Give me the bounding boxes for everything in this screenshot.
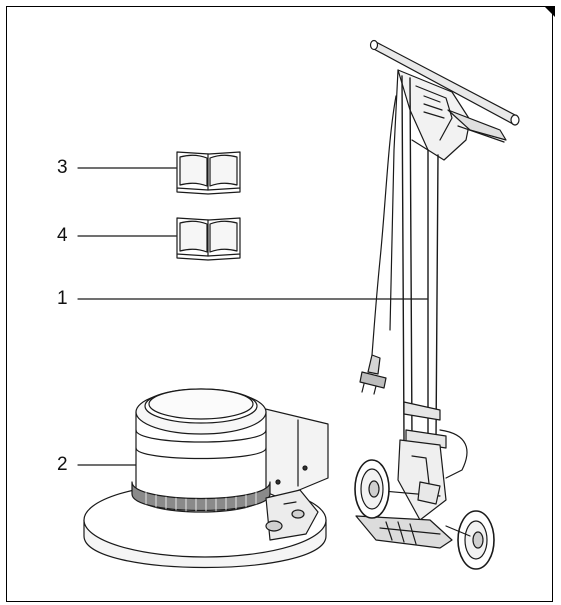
machine-base xyxy=(83,388,329,569)
callout-label-3: 3 xyxy=(57,157,68,178)
callout-label-1: 1 xyxy=(57,288,68,309)
callout-label-4: 4 xyxy=(57,225,68,246)
leader-lines xyxy=(77,167,428,466)
book-icon-safety-manual xyxy=(176,217,241,261)
book-icon-operating-manual xyxy=(176,151,241,195)
callout-label-2: 2 xyxy=(57,454,68,475)
figure-frame xyxy=(6,6,553,602)
handle-assembly xyxy=(354,39,520,570)
corner-marker xyxy=(544,6,555,17)
